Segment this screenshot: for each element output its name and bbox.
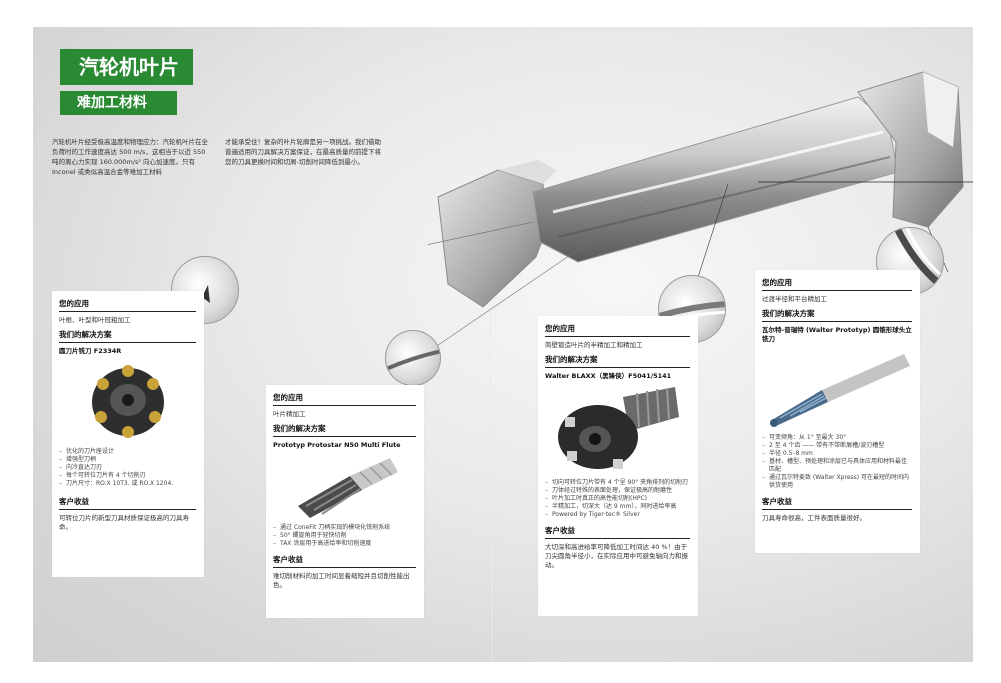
benefit-heading: 客户收益	[59, 497, 89, 506]
application-text: 叶片精加工	[273, 410, 306, 418]
solution-panel-blade-finishing: 您的应用 叶片精加工 我们的解决方案 Prototyp Protostar N5…	[266, 385, 424, 618]
feature-item: 刀体经过特殊的表面处理，保证极高的耐磨性	[545, 487, 690, 495]
feature-item: 可变倾角：从 1° 至最大 30°	[762, 434, 912, 442]
feature-list: 优化的刀片座设计 增强型刀柄 内冷直达刀刃 每个可转位刀片有 4 个切削刃 刀片…	[59, 448, 196, 488]
product-name: Prototyp Protostar N50 Multi Flute	[273, 441, 401, 449]
feature-item: 内冷直达刀刃	[59, 464, 196, 472]
benefit-heading: 客户收益	[273, 555, 303, 564]
multi-flute-end-mill-image	[297, 458, 398, 518]
divider	[59, 509, 196, 510]
feature-item: 优化的刀片座设计	[59, 448, 196, 456]
feature-item: 2 至 4 个齿 —— 带有不带断屑槽/波刃槽型	[762, 442, 912, 450]
solution-heading: 我们的解决方案	[273, 424, 326, 433]
product-name: Walter BLAXX（黑锋侠）F5041/5141	[545, 372, 672, 380]
application-text: 过渡半径和平台精加工	[762, 295, 827, 303]
application-heading: 您的应用	[59, 299, 89, 308]
solution-heading: 我们的解决方案	[59, 330, 112, 339]
divider	[545, 336, 690, 337]
benefit-heading: 客户收益	[762, 497, 792, 506]
benefit-text: 刀具寿命很高，工件表面质量很好。	[762, 514, 866, 522]
application-text: 简壁锻造叶片的半精加工和精加工	[545, 341, 643, 349]
round-insert-milling-cutter-image	[91, 365, 164, 438]
divider	[273, 405, 416, 406]
feature-item: 半径 0.5–8 mm	[762, 450, 912, 458]
feature-item: 每个可转位刀片有 4 个切削刃	[59, 472, 196, 480]
feature-item: 切向可转位刀片带有 4 个呈 90° 夹角排列的切削刃	[545, 479, 690, 487]
feature-item: 通过 ConeFit 刀柄实现的模块化铣削系统	[273, 524, 416, 532]
page-subtitle: 难加工材料	[60, 91, 177, 115]
application-heading: 您的应用	[273, 393, 303, 402]
solution-heading: 我们的解决方案	[762, 309, 815, 318]
brochure-spread: 汽轮机叶片 难加工材料 汽轮机叶片经受极高温度和物理应力：汽轮机叶片在全负荷时的…	[33, 27, 973, 662]
zoom-detail-airfoil	[385, 330, 441, 386]
benefit-heading: 客户收益	[545, 526, 575, 535]
divider	[545, 538, 690, 539]
page-title: 汽轮机叶片	[60, 49, 193, 85]
divider	[59, 311, 196, 312]
benefit-text: 可转位刀片的新型刀具材质保证极高的刀具寿命。	[59, 514, 189, 531]
benefit-text: 大切深和高进给率可降低加工时间达 40 %！由于刀尖圆角半径小，在实际应用中可避…	[545, 543, 688, 569]
feature-list: 通过 ConeFit 刀柄实现的模块化铣削系统 50° 螺旋角用于轻快切削 TA…	[273, 524, 416, 548]
application-heading: 您的应用	[762, 278, 792, 287]
solution-heading: 我们的解决方案	[545, 355, 598, 364]
feature-item: TAX 涂层用于高进给率和切削速度	[273, 540, 416, 548]
solution-panel-forged-blade: 您的应用 简壁锻造叶片的半精加工和精加工 我们的解决方案 Walter BLAX…	[538, 316, 698, 616]
divider	[273, 436, 416, 437]
product-name: 瓦尔特-普瑞特 (Walter Prototyp) 圆锥形球头立铣刀	[762, 326, 912, 343]
feature-item: 半精加工，切深大（达 9 mm），同时进给率高	[545, 503, 690, 511]
intro-paragraph-1: 汽轮机叶片经受极高温度和物理应力：汽轮机叶片在全负荷时的工作速度高达 500 m…	[52, 138, 208, 176]
divider	[545, 367, 690, 368]
solution-panel-fillet-finishing: 您的应用 过渡半径和平台精加工 我们的解决方案 瓦尔特-普瑞特 (Walter …	[755, 270, 920, 553]
feature-item: 50° 螺旋角用于轻快切削	[273, 532, 416, 540]
feature-list: 切向可转位刀片带有 4 个呈 90° 夹角排列的切削刃 刀体经过特殊的表面处理，…	[545, 479, 690, 519]
feature-item: 刀片尺寸：RO.X 10T3. 或 RO.X 1204.	[59, 480, 196, 488]
feature-list: 可变倾角：从 1° 至最大 30° 2 至 4 个齿 —— 带有不带断屑槽/波刃…	[762, 434, 912, 490]
divider	[273, 567, 416, 568]
feature-item: 叶片加工时真正的高性能切削(HPC)	[545, 495, 690, 503]
benefit-text: 难切削材料的加工时间显着缩短并且切削性能出色。	[273, 572, 410, 589]
tapered-ball-end-mill-image	[770, 354, 910, 427]
product-name: 圆刀片铣刀 F2334R	[59, 347, 122, 355]
page-spine	[490, 27, 492, 662]
application-text: 叶根、叶型和叶冠粗加工	[59, 316, 131, 324]
application-heading: 您的应用	[545, 324, 575, 333]
feature-item: Powered by Tiger·tec® Silver	[545, 511, 690, 519]
turbine-blade-illustration	[428, 71, 973, 352]
feature-item: 增强型刀柄	[59, 456, 196, 464]
solution-panel-root-roughing: 您的应用 叶根、叶型和叶冠粗加工 我们的解决方案 圆刀片铣刀 F2334R 优化…	[52, 291, 204, 577]
divider	[762, 509, 912, 510]
intro-paragraph-2: 才能承受住！复杂的叶片轮廓是另一项挑战。我们借助普遍适用的刀具解决方案保证，在最…	[225, 138, 381, 166]
feature-item: 通过瓦尔特麦致 (Walter Xpress) 可在最短的时间内供货使用	[762, 474, 912, 490]
feature-item: 基材、槽型、预处理和涂层已与具体应用和材料最佳匹配	[762, 458, 912, 474]
divider	[762, 290, 912, 291]
blaxx-face-mill-image	[557, 387, 679, 469]
divider	[762, 321, 912, 322]
divider	[59, 342, 196, 343]
